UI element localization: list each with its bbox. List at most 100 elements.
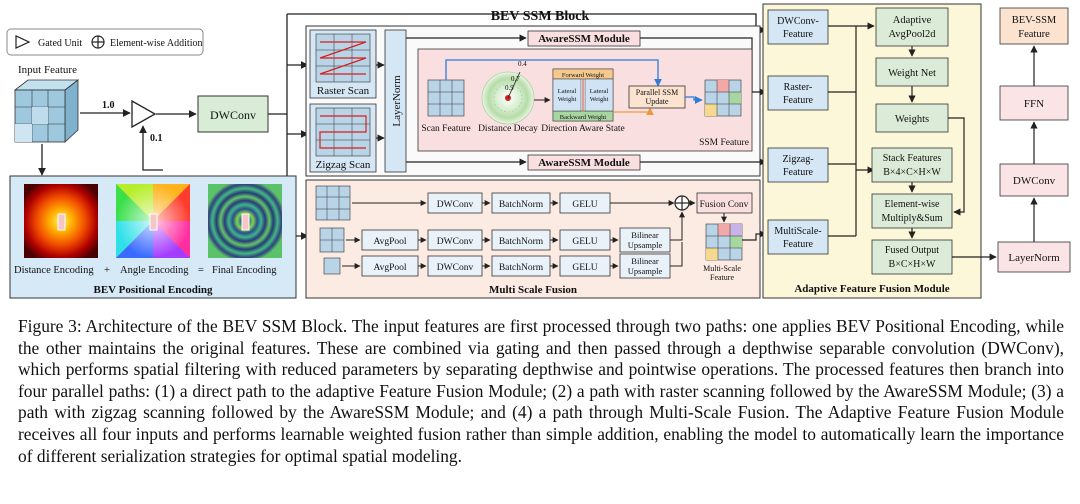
raster-feature-line-1: Feature: [783, 95, 814, 106]
multi-scale-feature-line-0: Multi-Scale: [703, 264, 741, 273]
decay-value-1: 0.7: [511, 75, 520, 83]
positional-encoding-title: BEV Positional Encoding: [94, 284, 213, 296]
fusion-conv-label: Fusion Conv: [700, 200, 749, 210]
raster-feature-line-0: Raster-: [784, 82, 813, 93]
ms-row3-avgpool-label: AvgPool: [373, 263, 406, 273]
lateral-left-line-0: Lateral: [558, 88, 577, 95]
zigzag-feature-line-0: Zigzag-: [782, 154, 813, 165]
arrow-direct-to-adaptive: [287, 13, 767, 34]
ms-row2-dwconv-label: DWConv: [437, 237, 474, 247]
ms-row2-upsample: [619, 227, 671, 253]
figure-caption: Figure 3: Architecture of the BEV SSM Bl…: [18, 316, 1064, 466]
ms-input-grid-half: [319, 227, 345, 253]
arrow-ms-to-adaptive: [742, 230, 767, 241]
ms-row3-batchnorm-label: BatchNorm: [499, 263, 544, 273]
ms-row1-gelu-label: GELU: [572, 200, 597, 210]
dwconv-feature-box: [767, 9, 829, 45]
output-dwconv-label: DWConv: [1013, 175, 1056, 187]
arrow-scan-to-ssm: [445, 59, 662, 87]
parallel-ssm-line-0: Parallel SSM: [636, 88, 678, 97]
multi-scale-feature-line-1: Feature: [710, 273, 734, 282]
dwconv-main-label: DWConv: [210, 108, 256, 122]
decay-value-2: 0.9: [505, 84, 514, 92]
lateral-right-line-0: Lateral: [590, 88, 609, 95]
dwconv-feature-line-1: Feature: [783, 29, 814, 40]
gate-weight-main: 1.0: [102, 100, 115, 111]
ms-row3-gelu-label: GELU: [572, 263, 597, 273]
final-encoding-label: Final Encoding: [212, 265, 277, 276]
gate-weight-pe: 0.1: [150, 133, 163, 144]
ms-row3-upsample-line-1: Upsample: [628, 266, 663, 276]
zigzag-feature-box: [767, 147, 829, 183]
lateral-weight-left: [552, 78, 582, 112]
raster-scan-label: Raster Scan: [317, 85, 370, 97]
input-feature-cube: [13, 79, 80, 143]
multiscale-feature-box: [767, 219, 829, 255]
lateral-left-line-1: Weight: [558, 96, 577, 103]
scan-feature-grid: [427, 79, 465, 117]
ssm-feature-label: SSM Feature: [699, 138, 749, 148]
ms-row3-upsample-line-0: Bilinear: [631, 256, 659, 266]
bev-ssm-block-title: BEV SSM Block: [491, 9, 590, 24]
ms-row2-batchnorm-label: BatchNorm: [499, 237, 544, 247]
ms-input-grid-quarter: [323, 257, 341, 275]
fused-output-line-0: Fused Output: [885, 245, 939, 256]
weights-box: [875, 103, 949, 133]
zigzag-scan-label: Zigzag Scan: [316, 159, 371, 171]
legend-element-wise-addition: Element-wise Addition: [110, 38, 203, 49]
aware-ssm-bottom-label: AwareSSM Module: [538, 157, 630, 169]
arrow-ssm-to-feature: [685, 96, 703, 104]
architecture-diagram: Gated Unit Element-wise Addition Input F…: [6, 3, 1071, 299]
distance-encoding-label: Distance Encoding: [14, 265, 94, 276]
ms-row3-dwconv-label: DWConv: [437, 263, 474, 273]
stack-features-box: [871, 147, 953, 183]
ms-row1-batchnorm-label: BatchNorm: [499, 200, 544, 210]
zigzag-scan-grid: [315, 107, 371, 157]
backward-weight-label: Backward Weight: [560, 114, 607, 121]
bev-ssm-feature-line-0: BEV-SSM: [1012, 15, 1057, 26]
arrow-weights-to-multiply: [948, 117, 965, 216]
arrow-state-to-ssm: [613, 107, 654, 116]
ms-row1-dwconv-label: DWConv: [437, 200, 474, 210]
multiscale-feature-line-1: Feature: [783, 239, 814, 250]
output-ffn-label: FFN: [1024, 98, 1044, 110]
arrow-pe-to-gate: [139, 125, 163, 171]
aware-ssm-top-label: AwareSSM Module: [538, 33, 630, 45]
stack-features-line-1: B×4×C×H×W: [883, 167, 941, 178]
output-layernorm-label: LayerNorm: [1008, 252, 1060, 264]
bev-ssm-feature-line-1: Feature: [1018, 29, 1050, 40]
ms-row2-avgpool-label: AvgPool: [373, 237, 406, 247]
output-ffn-box: [999, 85, 1069, 121]
raster-feature-box: [767, 75, 829, 111]
direction-aware-state-label: Direction Aware State: [541, 124, 625, 134]
fused-output-box: [871, 239, 953, 275]
weights-label: Weights: [895, 114, 929, 125]
legend: Gated Unit Element-wise Addition: [6, 28, 204, 56]
adaptive-avgpool-box: [875, 7, 949, 47]
multi-scale-feature-grid: [705, 223, 743, 261]
ms-row2-gelu-label: GELU: [572, 237, 597, 247]
lateral-weight-right: [584, 78, 614, 112]
scan-feature-label: Scan Feature: [421, 124, 470, 134]
decay-value-0: 0.4: [518, 60, 527, 68]
zigzag-feature-line-1: Feature: [783, 167, 814, 178]
ms-input-grid-full: [315, 185, 351, 221]
lateral-right-line-1: Weight: [590, 96, 609, 103]
angle-encoding-colors: [116, 184, 190, 258]
distance-decay-label: Distance Decay: [478, 124, 538, 134]
gated-unit: [131, 99, 157, 129]
layernorm-vertical: [384, 29, 407, 173]
fused-output-line-1: B×C×H×W: [889, 259, 936, 270]
angle-encoding-label: Angle Encoding: [120, 265, 189, 276]
multi-scale-fusion-title: Multi Scale Fusion: [489, 284, 577, 296]
bev-ssm-feature-box: [999, 7, 1069, 45]
dwconv-main-box: [197, 95, 269, 133]
adaptive-avgpool-line-0: Adaptive: [893, 15, 932, 26]
ms-row3-upsample: [619, 253, 671, 279]
ssm-feature-grid: [704, 79, 742, 117]
zigzag-path: [319, 115, 367, 149]
adaptive-avgpool-line-1: AvgPool2d: [888, 29, 936, 40]
cube-side: [64, 79, 79, 143]
ms-row2-upsample-line-0: Bilinear: [631, 230, 659, 240]
stack-features-line-0: Stack Features: [883, 153, 942, 164]
